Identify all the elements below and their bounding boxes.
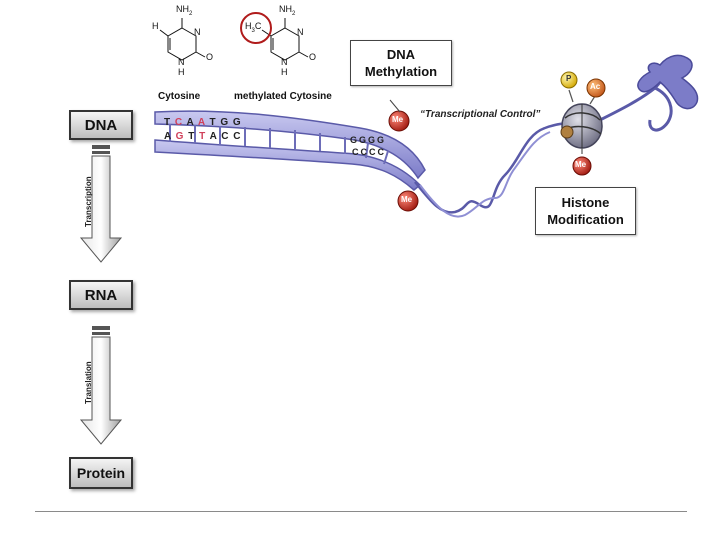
translation-arrow [79, 326, 123, 445]
methyl-nh-label: N [281, 57, 288, 67]
cytosine-h-label: H [152, 21, 159, 31]
dna-me-label-lower: Me [401, 195, 413, 204]
base-letters-top: T C A A T G G [164, 117, 242, 128]
chromosome-icon [637, 54, 699, 110]
cytosine-caption: Cytosine [158, 91, 201, 102]
transcription-label: Transcription [84, 176, 93, 227]
cytosine-nh-label: N [178, 57, 185, 67]
base-letters-right-bottom: CCCC [352, 147, 386, 157]
nucleosome-icon [560, 89, 603, 154]
transcriptional-control-label: “Transcriptional Control” [420, 109, 541, 120]
methylated-cytosine-caption: methylated Cytosine [234, 91, 332, 102]
methyl-highlight-circle [240, 12, 272, 44]
cytosine-o-label: O [206, 52, 214, 62]
methylated-cytosine-structure [261, 18, 309, 61]
p-mark-label: P [566, 74, 572, 83]
histone-modification-box: Histone Modification [535, 187, 636, 235]
base-letters-right-top: GGGG [350, 135, 387, 145]
ac-mark-label: Ac [590, 82, 601, 91]
histone-modification-line2: Modification [547, 212, 624, 227]
dna-box: DNA [69, 110, 133, 140]
ac-mark-ball [586, 78, 606, 98]
methylation-pointer [389, 99, 401, 113]
dna-methylation-line2: Methylation [364, 64, 438, 79]
rna-box-label: RNA [84, 286, 118, 304]
transcription-arrow [79, 145, 123, 263]
dna-me-ball-lower [397, 190, 419, 212]
dna-box-label: DNA [84, 116, 118, 134]
protein-box: Protein [69, 457, 133, 489]
methyl-n-label: N [297, 27, 304, 37]
cytosine-nh-h-label: H [178, 67, 185, 77]
dna-me-label-upper: Me [392, 115, 404, 124]
rna-box: RNA [69, 280, 133, 310]
cytosine-nh2-label: NH2 [176, 4, 193, 17]
methyl-nh-h-label: H [281, 67, 288, 77]
bottom-divider [35, 511, 687, 512]
dna-helix [154, 64, 681, 218]
histone-me-label: Me [575, 160, 587, 169]
cytosine-n-label: N [194, 27, 201, 37]
protein-box-label: Protein [76, 465, 126, 481]
methyl-h3c-label: H3C [245, 21, 262, 34]
cytosine-structure [159, 18, 206, 61]
translation-label: Translation [84, 361, 93, 404]
base-letters-bottom: A G T T A C C [164, 131, 242, 142]
methyl-nh2-label: NH2 [279, 4, 296, 17]
p-mark-ball [560, 71, 578, 89]
histone-me-ball [572, 156, 592, 176]
dna-methylation-box: DNA Methylation [350, 40, 452, 86]
methyl-o-label: O [309, 52, 317, 62]
dna-methylation-line1: DNA [386, 47, 416, 62]
histone-modification-line1: Histone [561, 195, 610, 210]
